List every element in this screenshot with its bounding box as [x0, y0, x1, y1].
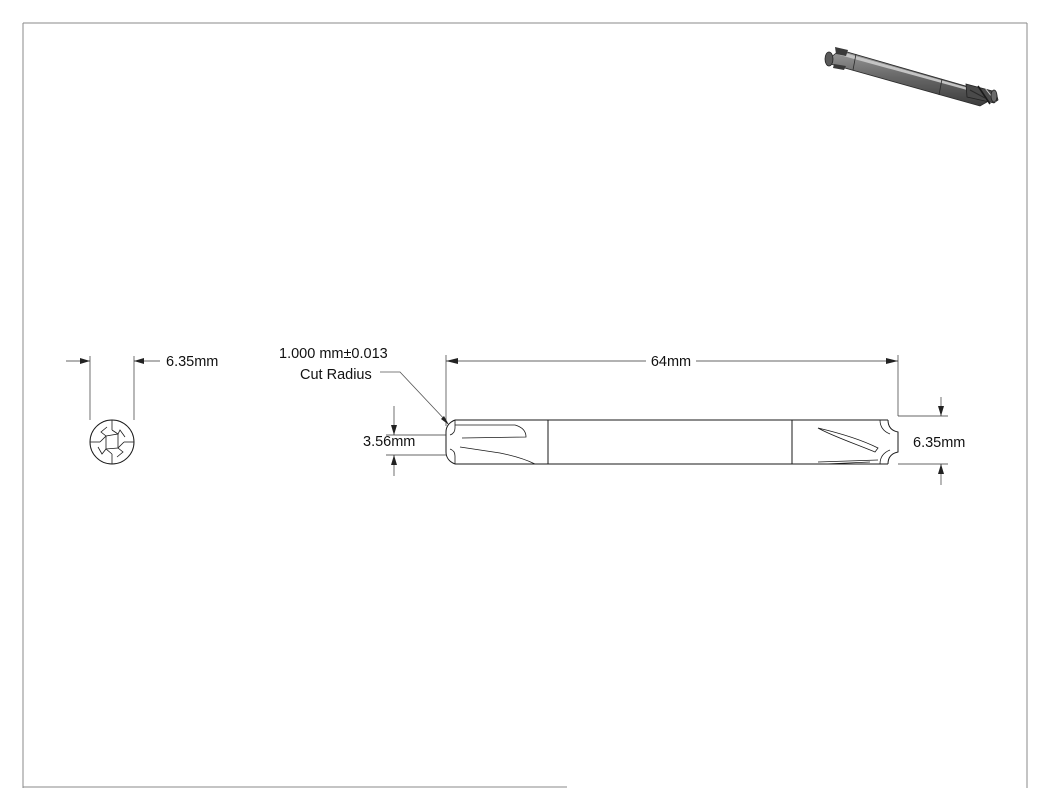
cut-radius-value: 1.000 mm±0.013 — [279, 346, 388, 362]
tip-diameter-label: 3.56mm — [363, 434, 415, 450]
end-view: 6.35mm — [66, 354, 218, 465]
cut-radius-caption: Cut Radius — [300, 367, 372, 383]
shank-diameter-label: 6.35mm — [913, 435, 965, 451]
side-view: 64mm 1.000 mm±0.013 Cut Radius 3.56mm — [279, 346, 965, 485]
isometric-view — [824, 47, 999, 107]
end-view-diameter-dimension — [66, 356, 160, 420]
cutter-body — [445, 419, 899, 465]
tip-diameter-dimension — [386, 406, 446, 476]
drawing-frame — [22, 22, 1028, 788]
length-label: 64mm — [651, 354, 691, 370]
flute-pattern — [90, 420, 134, 464]
length-dimension — [445, 355, 899, 426]
cut-radius-callout — [380, 371, 449, 425]
end-view-diameter-label: 6.35mm — [166, 354, 218, 370]
shank-diameter-dimension — [898, 397, 948, 485]
